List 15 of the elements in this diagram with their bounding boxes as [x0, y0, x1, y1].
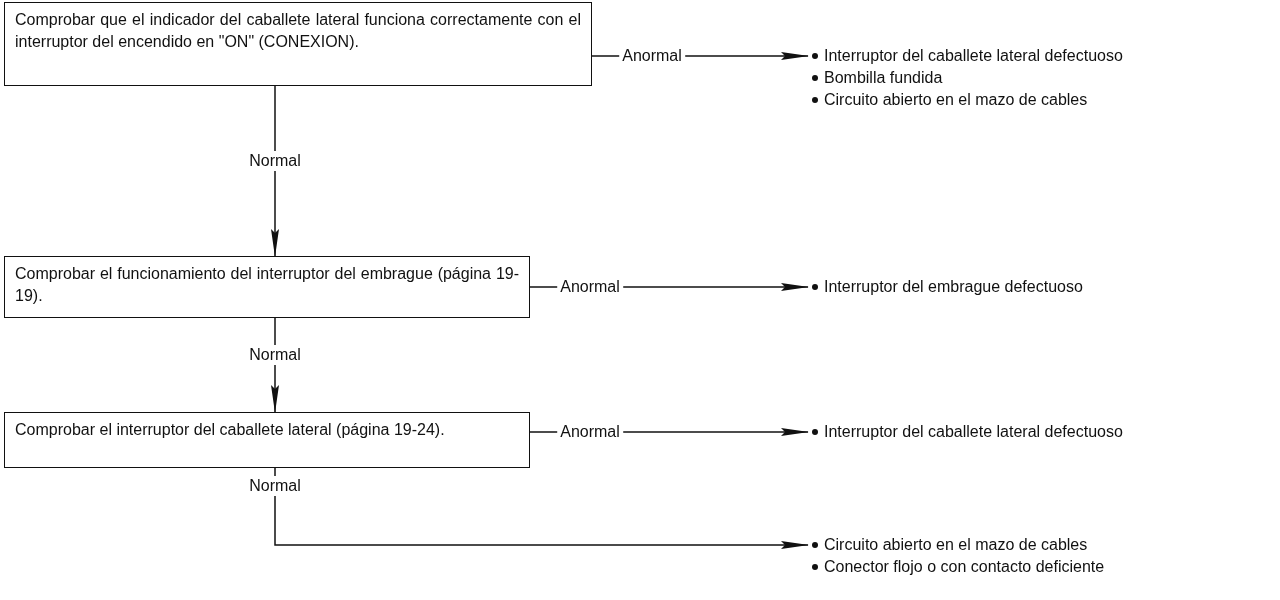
step-text: Comprobar el interruptor del caballete lateral (página 19-24).	[15, 420, 446, 440]
process-box	[4, 2, 592, 86]
step-text: Comprobar el funcionamiento del interruptor del embrague (página 19-19).	[15, 264, 519, 306]
process-box	[4, 256, 530, 318]
cause-text: Circuito abierto en el mazo de cables	[824, 90, 1088, 110]
cause-text: Interruptor del caballete lateral defectuoso	[824, 422, 1123, 442]
cause-text: Interruptor del embrague defectuoso	[824, 277, 1083, 297]
cause-text: Interruptor del caballete lateral defectuoso	[824, 46, 1123, 66]
cause-text: Bombilla fundida	[824, 68, 943, 88]
arrow	[274, 467, 809, 549]
arrow	[271, 85, 279, 257]
cause-text: Conector flojo o con contacto deficiente	[824, 557, 1105, 577]
process-box	[4, 412, 530, 468]
cause-text: Circuito abierto en el mazo de cables	[824, 535, 1088, 555]
step-text: Comprobar que el indicador del caballete lateral funciona correctamente con el interruptor del encendido en "ON" (CONEXION).	[15, 10, 581, 52]
